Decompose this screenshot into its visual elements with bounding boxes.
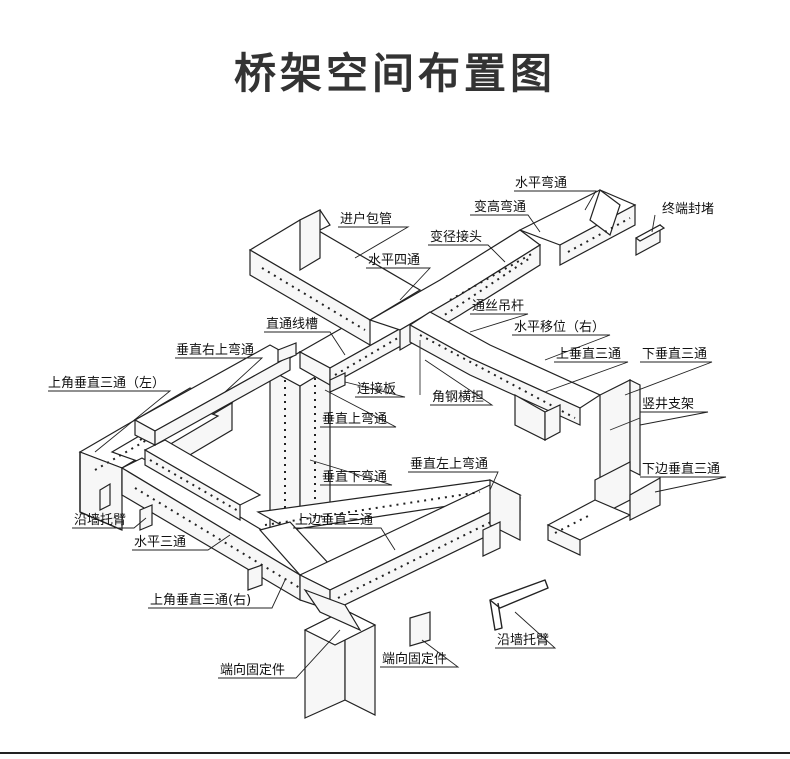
label-angle-steel-crossarm: 角钢横担 bbox=[432, 390, 484, 405]
end-fixture-bracket bbox=[409, 611, 431, 647]
vertical-shaft bbox=[546, 379, 661, 556]
label-lower-side-vertical-tee: 下边垂直三通 bbox=[642, 462, 720, 477]
label-wall-bracket-left: 沿墙托臂 bbox=[74, 513, 126, 528]
straight-trough-connector bbox=[277, 342, 297, 363]
floor-column bbox=[303, 588, 377, 719]
label-connector-plate: 连接板 bbox=[357, 381, 396, 397]
label-upper-side-vertical-tee: 上边垂直三通 bbox=[295, 513, 373, 528]
right-offset-trough bbox=[408, 311, 602, 441]
label-entry-cover: 进户包管 bbox=[340, 211, 392, 227]
labels: 水平弯通 终端封堵 变高弯通 变径接头 进户包管 水平四通 通丝吊杆 直通线槽 … bbox=[48, 175, 720, 678]
label-upper-vertical-tee: 上垂直三通 bbox=[556, 347, 621, 362]
upper-right-elbow bbox=[449, 189, 637, 301]
label-shaft-bracket: 竖井支架 bbox=[642, 397, 694, 412]
label-top-corner-vertical-tee-left: 上角垂直三通（左） bbox=[48, 376, 165, 391]
wall-bracket-piece bbox=[139, 504, 153, 531]
label-wall-bracket-bottom: 沿墙托臂 bbox=[497, 633, 549, 648]
label-horizontal-offset-right: 水平移位（右） bbox=[514, 320, 605, 335]
label-variable-height-elbow: 变高弯通 bbox=[474, 199, 526, 215]
label-threaded-rod: 通丝吊杆 bbox=[472, 299, 524, 314]
label-lower-vertical-tee-right: 下垂直三通 bbox=[642, 347, 707, 362]
tray-drawing bbox=[78, 189, 666, 719]
label-horizontal-elbow: 水平弯通 bbox=[515, 175, 567, 191]
label-vertical-down-elbow: 垂直下弯通 bbox=[322, 469, 387, 485]
bottom-divider bbox=[0, 752, 790, 754]
connector-plate-piece bbox=[329, 372, 346, 393]
wall-bracket-arm bbox=[489, 579, 549, 609]
label-top-corner-vertical-tee-right: 上角垂直三通(右) bbox=[150, 593, 251, 608]
tee-bracket-piece bbox=[247, 564, 263, 591]
label-straight-trough: 直通线槽 bbox=[266, 317, 318, 332]
label-vertical-right-up-elbow: 垂直右上弯通 bbox=[176, 342, 254, 358]
label-vertical-up-elbow: 垂直上弯通 bbox=[322, 411, 387, 427]
lower-left-trough bbox=[120, 439, 322, 602]
label-end-cap: 终端封堵 bbox=[662, 201, 714, 217]
label-vertical-left-up-elbow: 垂直左上弯通 bbox=[410, 456, 488, 472]
label-end-fixture-left: 端向固定件 bbox=[220, 662, 285, 678]
end-cap bbox=[634, 223, 666, 257]
label-horizontal-cross: 水平四通 bbox=[368, 253, 420, 268]
label-horizontal-tee: 水平三通 bbox=[134, 535, 186, 550]
label-end-fixture-bottom: 端向固定件 bbox=[382, 651, 447, 667]
label-reducer: 变径接头 bbox=[430, 229, 482, 245]
leader-lines bbox=[48, 190, 727, 679]
diagram-title: 桥架空间布置图 bbox=[233, 49, 556, 98]
hardware-pieces bbox=[139, 340, 549, 647]
wall-bracket-arm-leg bbox=[489, 599, 503, 631]
